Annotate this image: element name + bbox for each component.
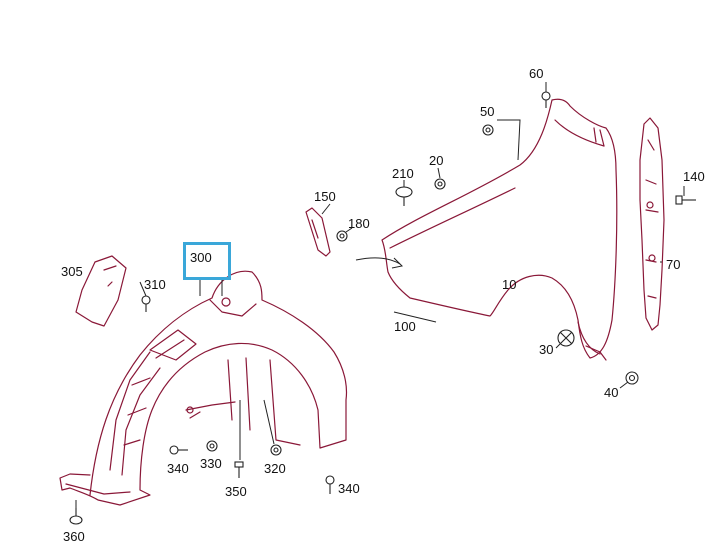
clip-30[interactable] (557, 329, 575, 347)
arrow-head (391, 257, 404, 269)
trim-piece[interactable] (75, 255, 127, 327)
label-340a[interactable]: 340 (167, 461, 189, 476)
label-70[interactable]: 70 (666, 257, 681, 272)
label-320[interactable]: 320 (264, 461, 286, 476)
wheel-liner[interactable] (59, 270, 348, 506)
clip-bracket[interactable] (305, 207, 331, 257)
leader-100 (393, 311, 437, 323)
nut-180[interactable] (336, 230, 348, 242)
clip-330[interactable] (206, 440, 218, 452)
nut-320[interactable] (270, 444, 282, 456)
leader-310 (139, 281, 147, 297)
label-40[interactable]: 40 (604, 385, 619, 400)
label-360[interactable]: 360 (63, 529, 85, 544)
bolt-140[interactable] (675, 195, 696, 205)
label-310[interactable]: 310 (144, 277, 166, 292)
label-210[interactable]: 210 (392, 166, 414, 181)
label-150[interactable]: 150 (314, 189, 336, 204)
bolt-340b[interactable] (325, 475, 335, 494)
fender-panel[interactable] (381, 98, 618, 361)
label-340b[interactable]: 340 (338, 481, 360, 496)
label-305[interactable]: 305 (61, 264, 83, 279)
label-180[interactable]: 180 (348, 216, 370, 231)
screw-360[interactable] (69, 508, 83, 525)
leader-30 (555, 343, 561, 349)
label-60[interactable]: 60 (529, 66, 544, 81)
bolt-340a[interactable] (169, 445, 188, 455)
label-330[interactable]: 330 (200, 456, 222, 471)
clip-310[interactable] (141, 295, 151, 312)
label-100[interactable]: 100 (394, 319, 416, 334)
label-300[interactable]: 300 (190, 250, 212, 265)
label-20[interactable]: 20 (429, 153, 444, 168)
highlight-box (183, 242, 231, 280)
leader-40 (619, 381, 629, 389)
nut-40[interactable] (625, 371, 639, 385)
leader-150 (321, 203, 331, 215)
label-140[interactable]: 140 (683, 169, 705, 184)
bolt-60[interactable] (541, 91, 551, 108)
screw-350[interactable] (234, 461, 244, 478)
leader-50 (497, 119, 521, 161)
label-30[interactable]: 30 (539, 342, 554, 357)
label-50[interactable]: 50 (480, 104, 495, 119)
clip-210[interactable] (395, 186, 413, 206)
arrow-curve (355, 257, 401, 265)
leader-180 (345, 227, 353, 233)
nut-50[interactable] (482, 124, 494, 136)
leader-20 (437, 167, 441, 179)
fender-bracket[interactable] (639, 117, 665, 331)
leader-320 (263, 399, 275, 445)
label-10[interactable]: 10 (502, 277, 517, 292)
nut-20[interactable] (434, 178, 446, 190)
label-350[interactable]: 350 (225, 484, 247, 499)
